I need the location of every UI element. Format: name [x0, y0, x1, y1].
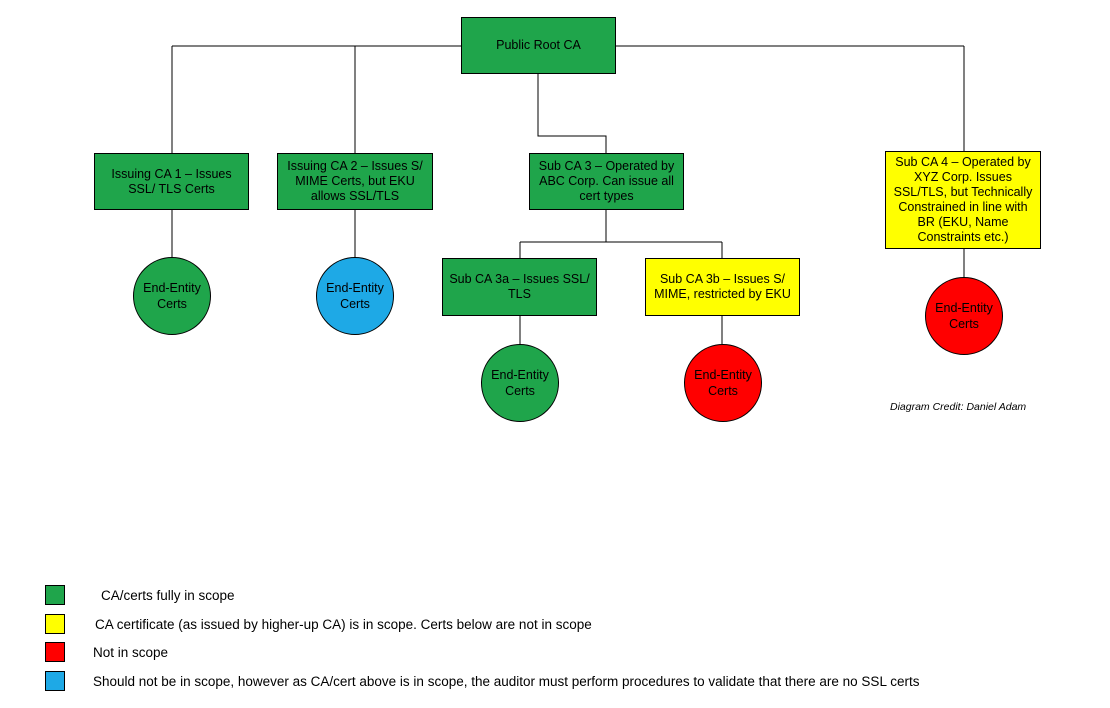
end-entity-ca3b: End-Entity Certs [684, 344, 762, 422]
end-entity-ca1: End-Entity Certs [133, 257, 211, 335]
node-issuing-ca-2: Issuing CA 2 – Issues S/ MIME Certs, but… [277, 153, 433, 210]
legend-text: CA/certs fully in scope [101, 587, 235, 603]
legend-item-validate: Should not be in scope, however as CA/ce… [45, 670, 919, 692]
legend-text: Should not be in scope, however as CA/ce… [93, 673, 920, 689]
end-entity-ca4: End-Entity Certs [925, 277, 1003, 355]
legend-text: Not in scope [93, 644, 169, 660]
connector-to-ca3 [537, 74, 607, 153]
node-issuing-ca-1: Issuing CA 1 – Issues SSL/ TLS Certs [94, 153, 249, 210]
node-sub-ca-3a: Sub CA 3a – Issues SSL/ TLS [442, 258, 597, 316]
legend-item-not-in-scope: Not in scope [45, 641, 168, 663]
node-sub-ca-3: Sub CA 3 – Operated by ABC Corp. Can iss… [529, 153, 684, 210]
legend-text: CA certificate (as issued by higher-up C… [95, 616, 592, 632]
node-sub-ca-4: Sub CA 4 – Operated by XYZ Corp. Issues … [885, 151, 1041, 249]
legend-item-ca-cert-in-scope: CA certificate (as issued by higher-up C… [45, 613, 592, 635]
legend-swatch-yellow [45, 614, 65, 634]
legend-swatch-red [45, 642, 65, 662]
node-public-root-ca: Public Root CA [461, 17, 616, 74]
diagram-credit: Diagram Credit: Daniel Adam [890, 401, 1027, 413]
legend-item-in-scope: CA/certs fully in scope [45, 584, 235, 606]
node-sub-ca-3b: Sub CA 3b – Issues S/ MIME, restricted b… [645, 258, 800, 316]
end-entity-ca3a: End-Entity Certs [481, 344, 559, 422]
end-entity-ca2: End-Entity Certs [316, 257, 394, 335]
legend-swatch-green [45, 585, 65, 605]
legend-swatch-blue [45, 671, 65, 691]
